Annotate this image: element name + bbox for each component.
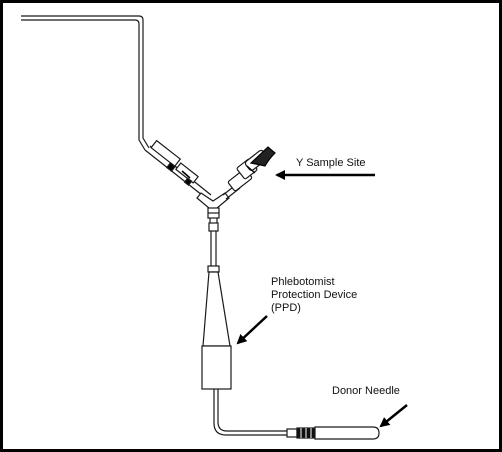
y-junction (196, 192, 230, 219)
lower-tubing (213, 389, 287, 436)
left-y-arm (144, 139, 212, 200)
ppd-label-line-2: Protection Device (271, 289, 357, 301)
middle-tubing (208, 218, 219, 268)
ppd-device (201, 265, 232, 390)
ppd-arrow-icon (236, 315, 268, 345)
ppd-label-line-3: (PPD) (271, 302, 301, 314)
donor-needle (286, 426, 380, 440)
upper-tubing (21, 15, 150, 151)
y-sample-site-label: Y Sample Site (296, 157, 366, 169)
donor-needle-label: Donor Needle (332, 385, 400, 397)
blood-collection-set-diagram: Y Sample Site Phlebotomist Protection De… (21, 15, 408, 440)
donor-needle-arrow-icon (379, 404, 408, 428)
ppd-label-line-1: Phlebotomist (271, 276, 335, 288)
y-sample-site (222, 146, 276, 200)
